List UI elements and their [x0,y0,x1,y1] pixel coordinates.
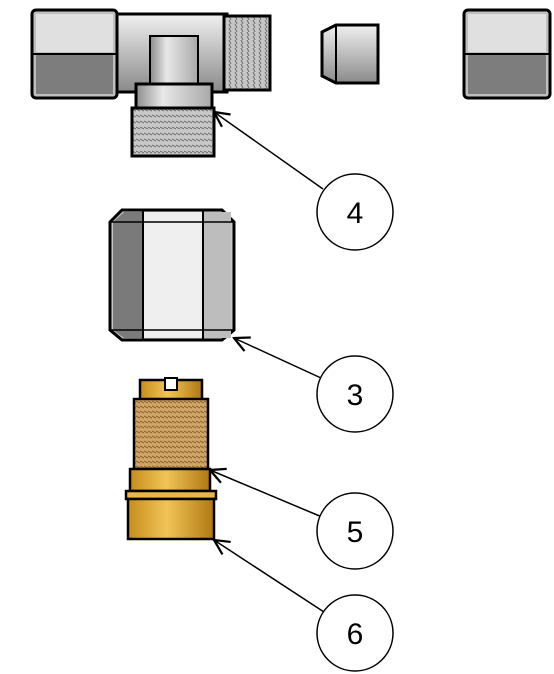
leader-4 [214,112,324,190]
leader-3 [234,338,322,379]
callout-3: 3 [316,355,394,433]
callout-6: 6 [316,594,394,672]
ferrule [320,23,380,85]
tee-end-nut [30,8,119,100]
leader-5 [210,470,323,518]
callout-6-label: 6 [347,618,364,651]
hex-nut [108,208,236,342]
callout-4-label: 4 [347,197,364,230]
right-nut [462,8,552,100]
callout-4: 4 [316,173,394,251]
callout-5-label: 5 [347,516,364,549]
callout-3-label: 3 [347,379,364,412]
tee-fitting [115,12,272,158]
brass-insert [124,377,218,541]
callout-5: 5 [316,492,394,570]
leader-6 [214,540,325,613]
